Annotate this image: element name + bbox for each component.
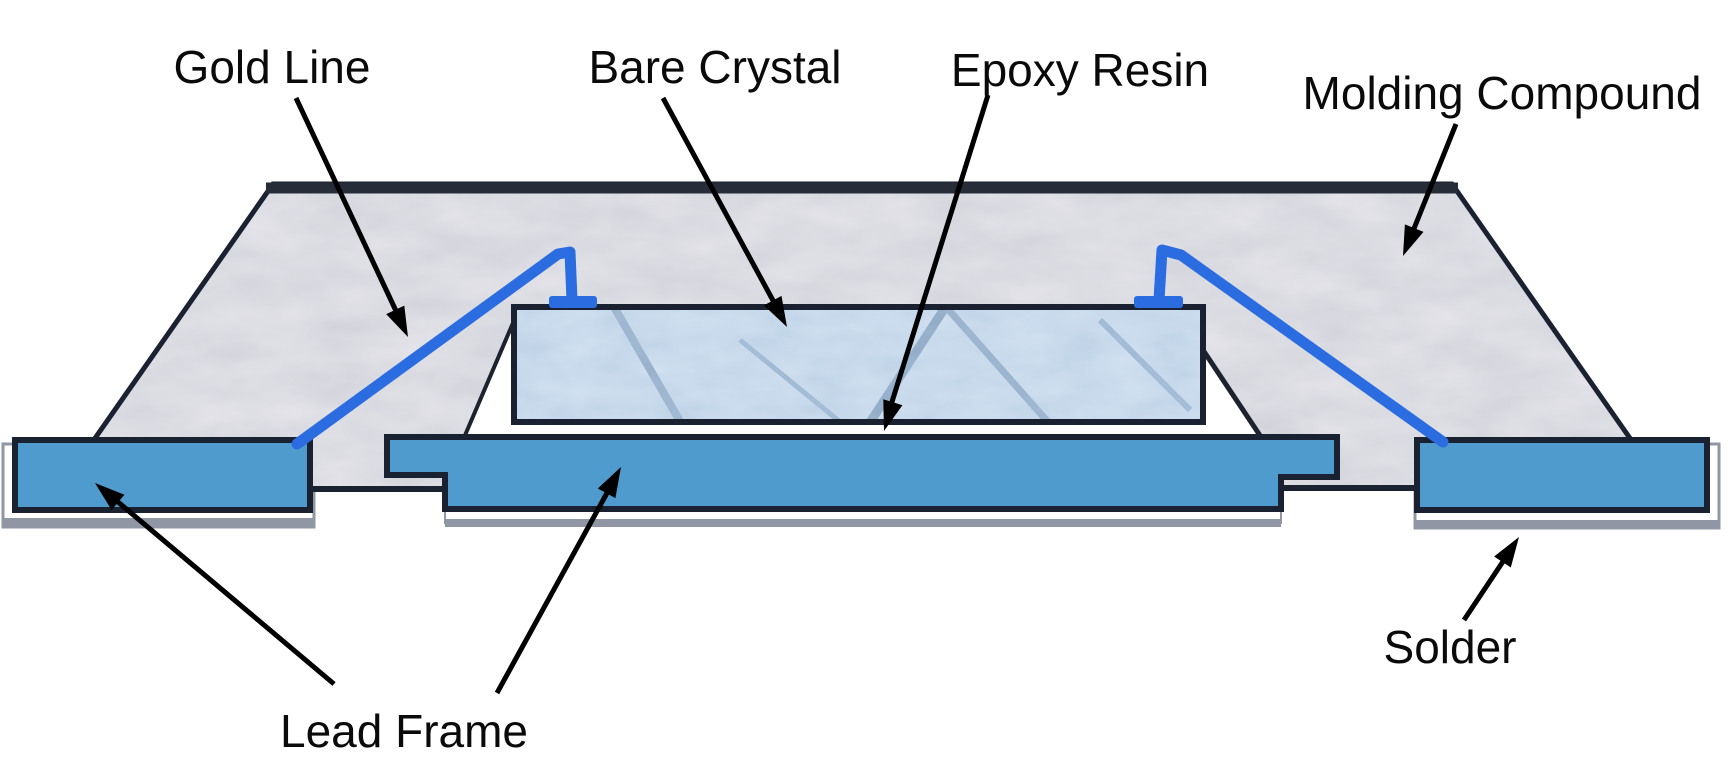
label-solder: Solder: [1383, 621, 1517, 673]
epoxy-fillet-left: [461, 315, 518, 441]
label-bare-crystal: Bare Crystal: [588, 41, 842, 93]
molding-tab-right: [1279, 441, 1419, 491]
wire-bond-right: [1134, 296, 1183, 308]
bare-crystal-shape: [511, 304, 1206, 425]
die-pad-shape: [384, 434, 1340, 512]
arrow-gold-line: [293, 96, 408, 337]
label-epoxy-resin: Epoxy Resin: [950, 44, 1210, 96]
label-molding-compound: Molding Compound: [1302, 67, 1702, 119]
arrow-molding-compound: [1403, 123, 1459, 256]
arrow-epoxy-resin: [883, 94, 991, 431]
gold-wire-left: [291, 246, 597, 450]
wire-bond-left: [549, 296, 597, 308]
epoxy-fillet-right: [1198, 345, 1266, 442]
arrow-bare-crystal: [660, 96, 787, 327]
label-lead-frame: Lead Frame: [279, 705, 529, 757]
gold-wire-right: [1134, 244, 1449, 448]
label-gold-line: Gold Line: [173, 41, 371, 93]
arrow-lead-frame-right: [494, 467, 621, 695]
molding-tab-left: [306, 441, 449, 492]
right-lead-shape: [1414, 437, 1710, 513]
left-lead-shape: [12, 437, 313, 513]
arrow-lead-frame-left: [95, 483, 336, 686]
arrow-solder: [1461, 537, 1519, 622]
